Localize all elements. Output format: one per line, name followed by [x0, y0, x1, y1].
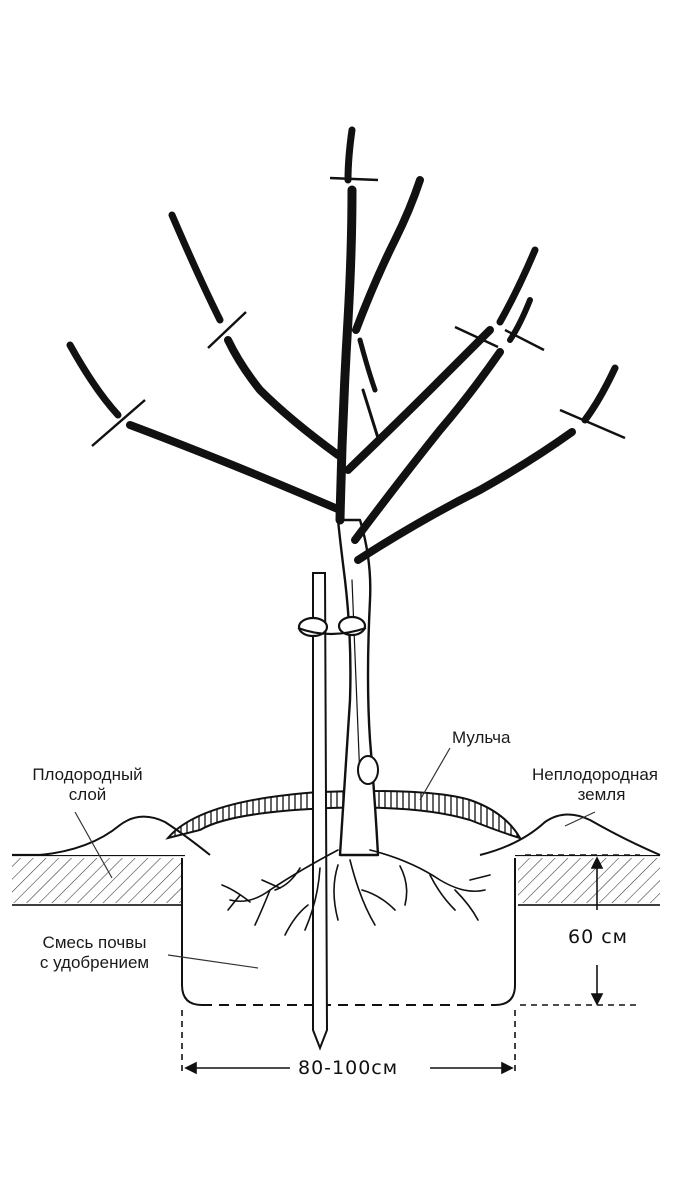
leader-fertile: [74, 811, 113, 879]
planting-pit: [181, 858, 516, 1006]
label-infertile-soil: Неплодородная земля: [528, 765, 675, 805]
width-dimension: [181, 1010, 516, 1075]
label-soil-mix: Смесь почвы с удобрением: [12, 933, 177, 973]
leader-tip: [344, 126, 356, 184]
leader-soil-mix: [167, 954, 259, 969]
label-mulch: Мульча: [452, 728, 511, 747]
label-fertile-layer: Плодородный слой: [10, 765, 165, 805]
label-soil-mix-line2: с удобрением: [39, 953, 150, 972]
pruning-marks: [91, 176, 626, 447]
pruning-mark-left-lower: [91, 399, 146, 447]
pruning-mark-right-1: [454, 325, 499, 349]
depth-dimension: [520, 854, 640, 1006]
label-infertile-soil-line2: земля: [577, 785, 626, 804]
tree-trunk: [336, 518, 380, 857]
undisturbed-soil-right: [518, 858, 660, 906]
label-soil-mix-line1: Смесь почвы: [42, 933, 147, 952]
tree-roots: [221, 849, 491, 936]
support-stake: [312, 572, 329, 1051]
label-infertile-soil-line1: Неплодородная: [532, 765, 659, 784]
fertile-soil-mound: [39, 815, 211, 856]
tree-ties: [297, 615, 367, 638]
tree: [66, 126, 619, 857]
leader-mulch: [419, 747, 451, 801]
pruning-mark-right-3: [559, 408, 626, 440]
label-depth: 60 см: [568, 926, 628, 948]
pruning-mark-top: [329, 176, 379, 182]
label-fertile-layer-line2: слой: [68, 785, 107, 804]
infertile-soil-mound: [479, 813, 661, 856]
bottom-blank-area: [0, 1075, 675, 1200]
label-width: 80-100см: [298, 1057, 399, 1079]
pruning-mark-left-upper: [207, 311, 247, 349]
undisturbed-soil-left: [12, 858, 182, 906]
central-leader: [335, 185, 357, 525]
label-leaders: [74, 747, 596, 969]
pruning-mark-right-2: [504, 328, 545, 352]
leader-infertile: [564, 811, 596, 827]
label-fertile-layer-line1: Плодородный: [32, 765, 143, 784]
